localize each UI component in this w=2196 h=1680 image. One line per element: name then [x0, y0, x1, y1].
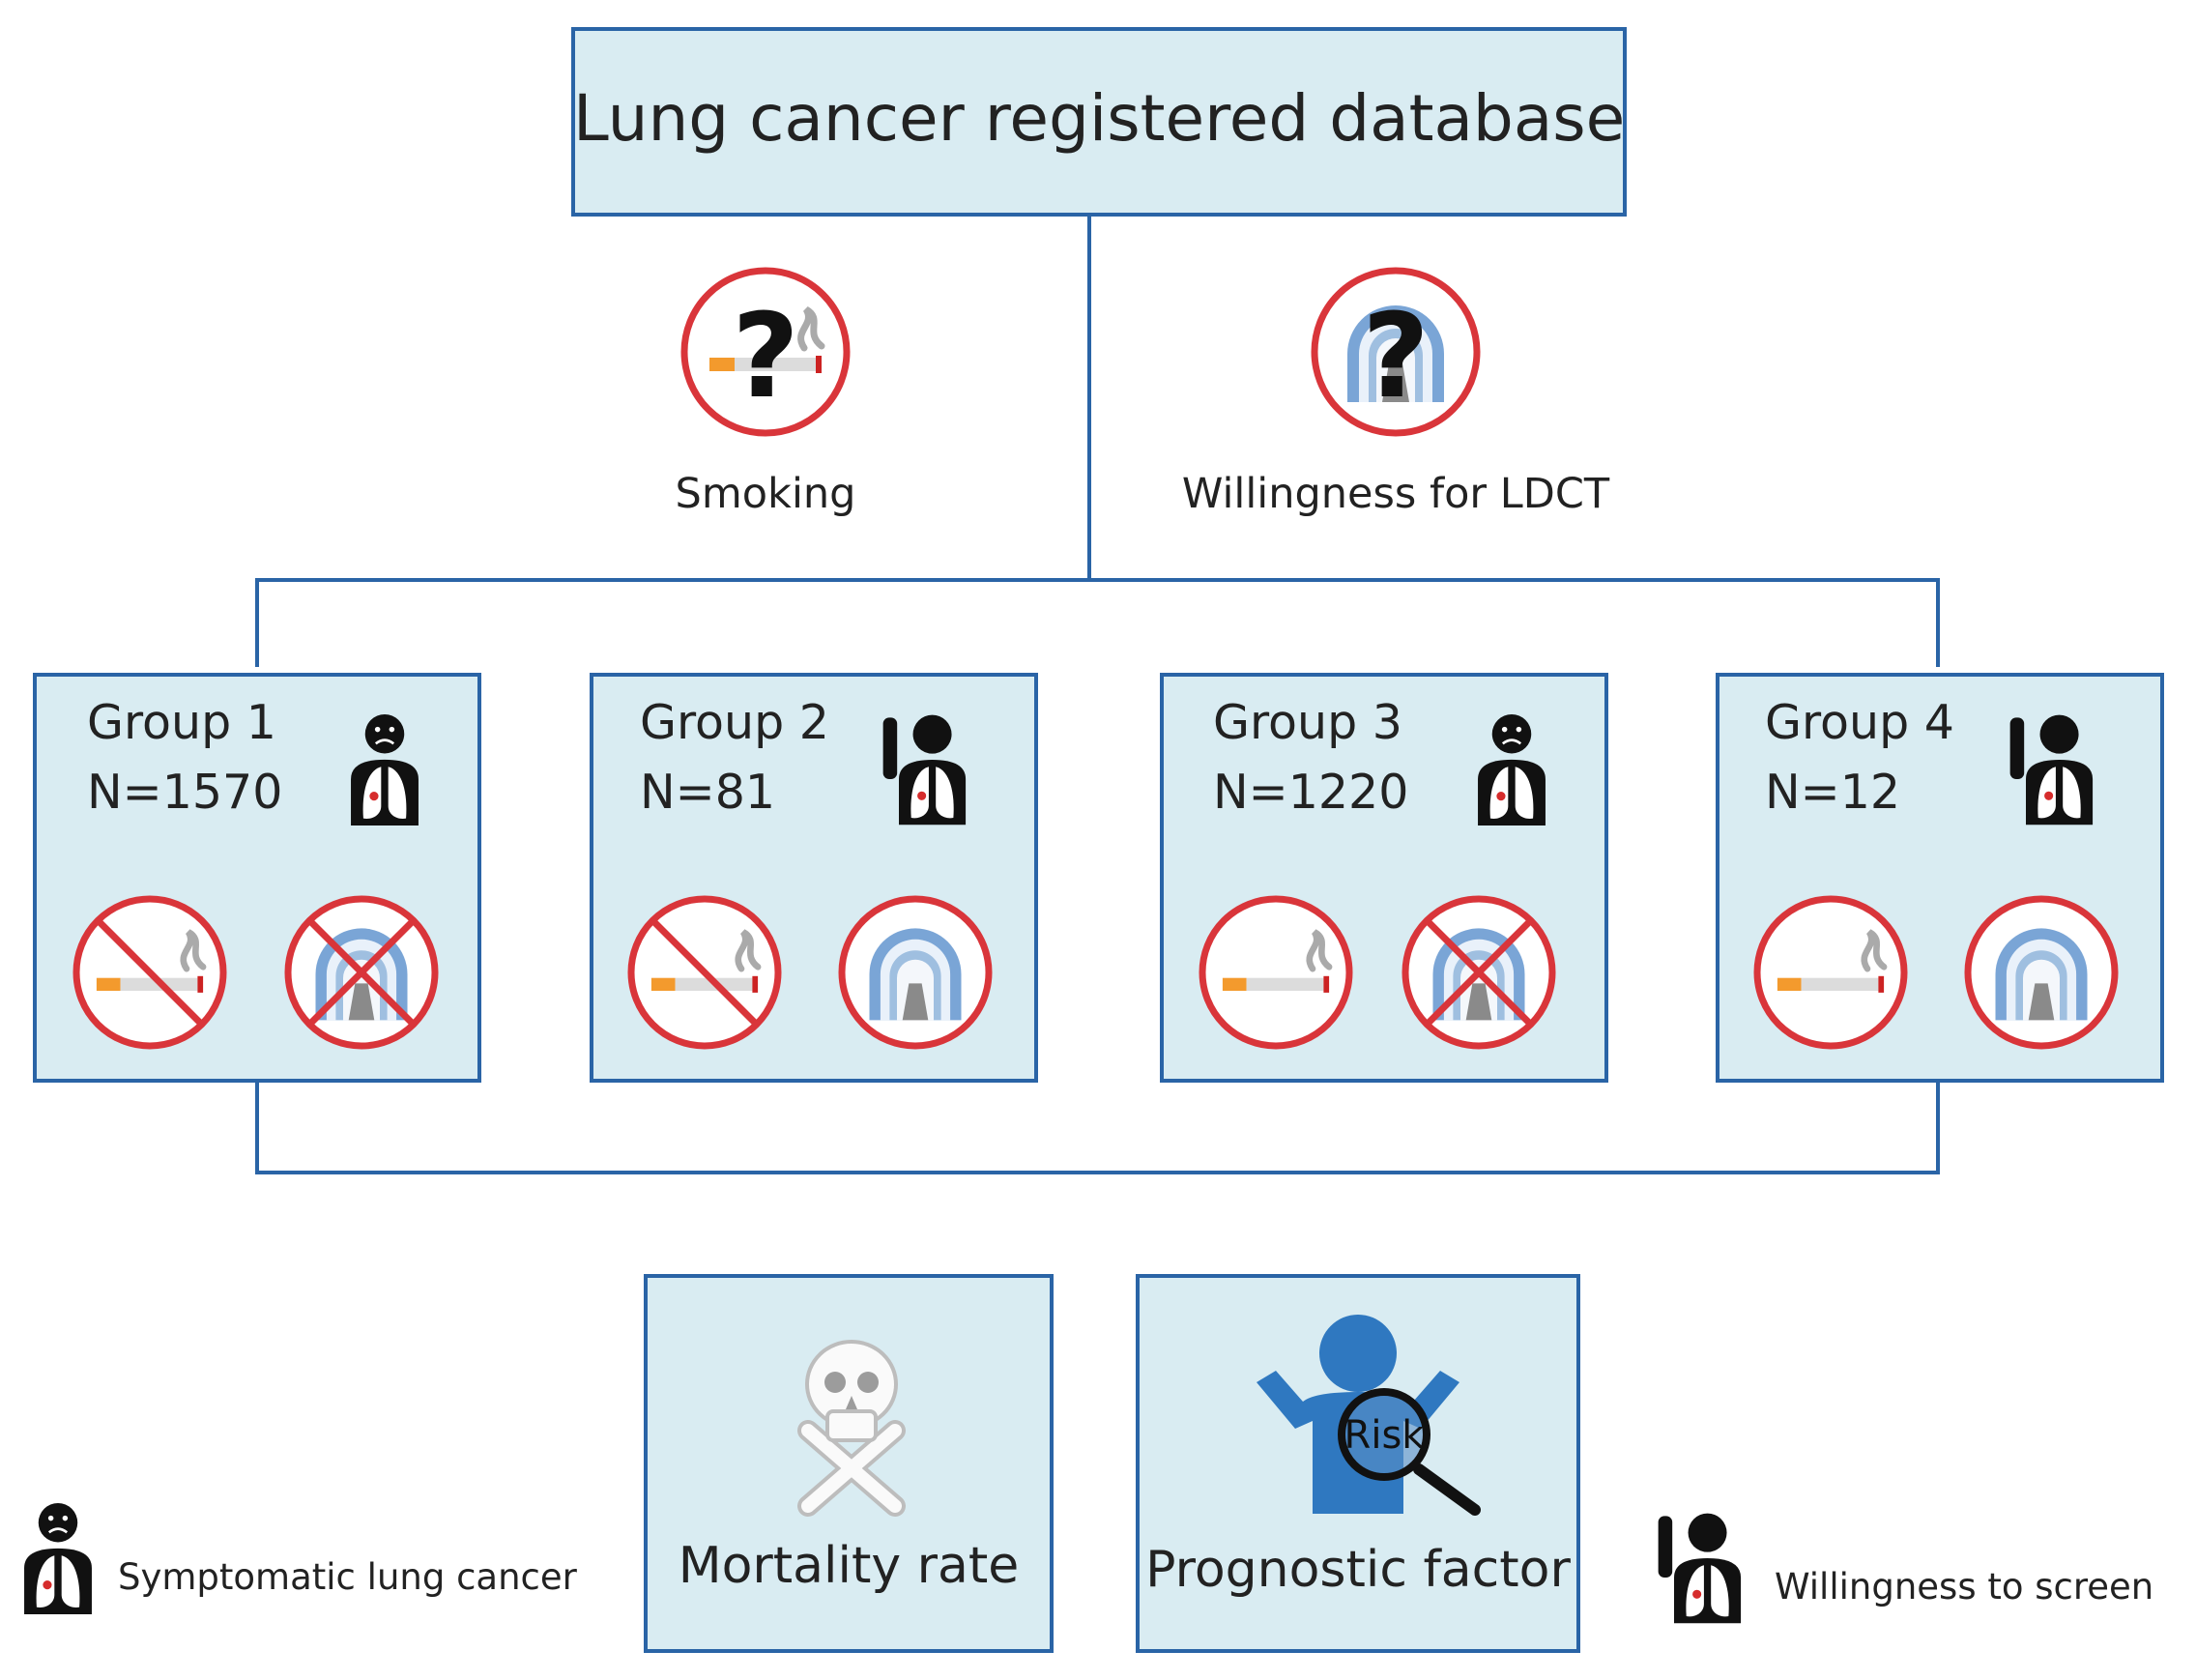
person-magnifier-icon: Risk — [1257, 1315, 1481, 1516]
ct-scanner-icon — [1964, 895, 2119, 1050]
svg-text:?: ? — [1362, 290, 1430, 424]
skull-crossbones-icon — [797, 1340, 906, 1517]
group-2-n: N=81 — [640, 765, 776, 820]
ldct-label: Willingness for LDCT — [1181, 470, 1610, 518]
legend-raised-hand-icon — [1658, 1513, 1742, 1624]
legend-symptomatic-icon — [22, 1501, 94, 1616]
group-4-name: Group 4 — [1765, 695, 1954, 750]
legend-willingness-label: Willingness to screen — [1775, 1566, 2154, 1608]
magnifier-risk-text: Risk — [1344, 1413, 1426, 1458]
group-2-name: Group 2 — [640, 695, 829, 750]
smoking-label: Smoking — [675, 470, 856, 518]
group-1-n: N=1570 — [87, 765, 283, 820]
no-ct-scanner-icon — [1401, 895, 1556, 1050]
no-ct-scanner-icon — [284, 895, 439, 1050]
ldct-factor-icon: ? — [1311, 267, 1481, 437]
group-3-n: N=1220 — [1213, 765, 1409, 820]
group-4-n: N=12 — [1765, 765, 1901, 820]
smoking-factor-icon: ? — [680, 267, 851, 437]
title-box — [571, 27, 1627, 217]
ct-scanner-icon — [838, 895, 993, 1050]
no-smoking-icon — [72, 895, 227, 1050]
group-1-name: Group 1 — [87, 695, 276, 750]
smoking-icon — [1753, 895, 1908, 1050]
connector-lines — [255, 215, 1940, 1174]
mortality-rate-label: Mortality rate — [678, 1537, 1020, 1595]
page-title: Lung cancer registered database — [573, 81, 1626, 156]
svg-text:?: ? — [732, 290, 799, 424]
legend-symptomatic-label: Symptomatic lung cancer — [118, 1556, 577, 1598]
smoking-icon — [1199, 895, 1353, 1050]
no-smoking-icon — [627, 895, 782, 1050]
prognostic-factor-label: Prognostic factor — [1145, 1541, 1571, 1599]
group-3-name: Group 3 — [1213, 695, 1402, 750]
